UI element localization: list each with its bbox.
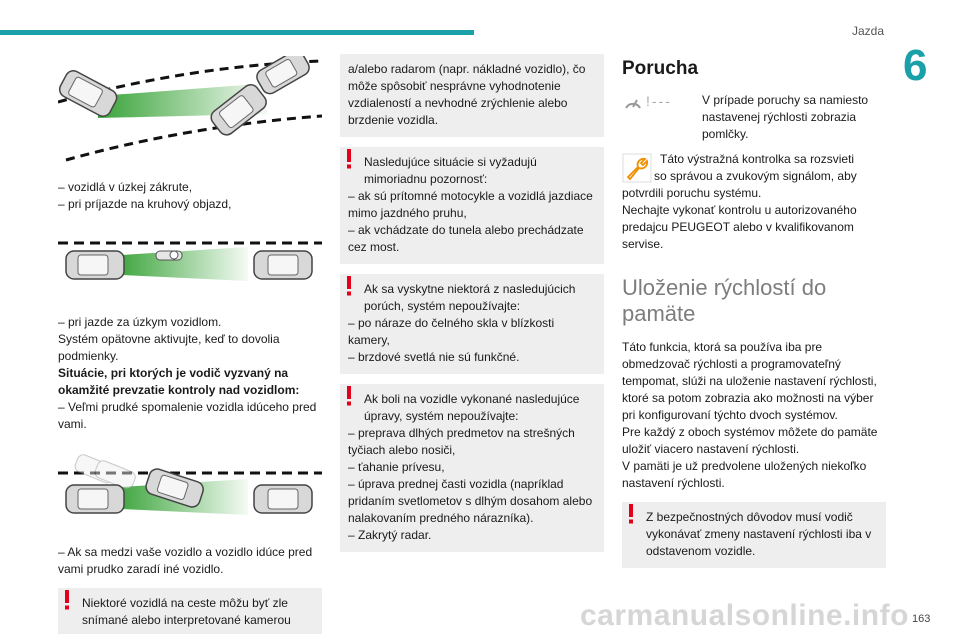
have-checked-text: Nechajte vykonať kontrolu u autorizované… xyxy=(622,203,857,251)
list-item: – preprava dlhých predmetov na strešných… xyxy=(348,426,575,457)
continued-text: a/alebo radarom (napr. nákladné vozidlo)… xyxy=(348,62,586,127)
warning-light-text: Táto výstražná kontrolka sa rozsvieti sp… xyxy=(622,152,857,200)
watermark: carmanualsonline.info xyxy=(580,599,909,632)
list-item: – úprava prednej časti vozidla (napríkla… xyxy=(348,477,593,525)
warning-intro: Ak sa vyskytne niektorá z nasledujúcich … xyxy=(364,282,576,313)
warning-box: Z bezpečnostných dôvodov musí vodič vyko… xyxy=(622,502,886,568)
warning-text: Z bezpečnostných dôvodov musí vodič vyko… xyxy=(646,510,872,558)
column-1: – vozidlá v úzkej zákrute, – pri príjazd… xyxy=(57,50,323,634)
list-item: – pri príjazde na kruhový objazd, xyxy=(58,197,232,211)
warning-box: Ak sa vyskytne niektorá z nasledujúcich … xyxy=(340,274,604,374)
exclamation-icon xyxy=(629,504,633,524)
reactivate-text: Systém opätovne aktivujte, keď to dovoli… xyxy=(58,332,280,363)
list-item: – Zakrytý radar. xyxy=(348,528,432,542)
list-item: – ak vchádzate do tunela alebo prechádza… xyxy=(348,223,584,254)
warning-box: Niektoré vozidlá na ceste môžu byť zle s… xyxy=(58,588,322,634)
dashes-display: !--- xyxy=(646,93,672,109)
illustration-sudden-braking xyxy=(58,454,322,515)
warning-intro: Nasledujúce situácie si vyžadujú mimoria… xyxy=(364,155,537,186)
continued-warning-box: a/alebo radarom (napr. nákladné vozidlo)… xyxy=(340,54,604,137)
section-heading-memory: Uloženie rýchlostí do pamäte xyxy=(622,275,827,326)
list-item: – brzdové svetlá nie sú funkčné. xyxy=(348,350,520,364)
list-item: – pri jazde za úzkym vozidlom. xyxy=(58,315,222,329)
header-accent-bar xyxy=(0,30,474,35)
list-item: – po náraze do čelného skla v blízkosti … xyxy=(348,316,555,347)
memory-paragraph: Táto funkcia, ktorá sa používa iba pre o… xyxy=(622,340,877,422)
list-item: – ťahanie prívesu, xyxy=(348,460,445,474)
fault-display-row: !--- V prípade poruchy sa namiesto nasta… xyxy=(622,92,886,143)
illustration-curve-traffic xyxy=(57,50,323,162)
warning-box: Ak boli na vozidle vykonané nasledujúce … xyxy=(340,384,604,552)
exclamation-icon xyxy=(347,149,351,169)
list-item: – ak sú prítomné motocykle a vozidlá jaz… xyxy=(348,189,593,220)
column-3: Porucha !--- V prípade poruchy sa namies… xyxy=(622,58,886,568)
fault-text: V prípade poruchy sa namiesto nastavenej… xyxy=(702,93,869,141)
exclamation-icon xyxy=(347,386,351,406)
chapter-title: Jazda xyxy=(852,24,885,38)
illustration-narrow-vehicle xyxy=(58,241,322,281)
page-number: 163 xyxy=(912,613,931,625)
chapter-number: 6 xyxy=(903,41,928,90)
list-item: – vozidlá v úzkej zákrute, xyxy=(58,180,193,194)
memory-paragraph: V pamäti je už predvolene uložených niek… xyxy=(622,459,867,490)
warning-text: Niektoré vozidlá na ceste môžu byť zle s… xyxy=(82,596,291,627)
situations-heading: Situácie, pri ktorých je vodič vyzvaný n… xyxy=(58,366,300,397)
exclamation-icon xyxy=(347,276,351,296)
exclamation-icon xyxy=(65,590,69,610)
warning-box: Nasledujúce situácie si vyžadujú mimoria… xyxy=(340,147,604,264)
warning-light-row: Táto výstražná kontrolka sa rozsvieti sp… xyxy=(622,151,886,253)
list-item: – Veľmi prudké spomalenie vozidla idúceh… xyxy=(58,400,317,431)
wrench-warning-icon xyxy=(622,153,652,183)
warning-intro: Ak boli na vozidle vykonané nasledujúce … xyxy=(364,392,580,423)
section-heading-fault: Porucha xyxy=(622,58,699,79)
list-item: – Ak sa medzi vaše vozidlo a vozidlo idú… xyxy=(58,545,313,576)
memory-paragraph: Pre každý z oboch systémov môžete do pam… xyxy=(622,425,878,456)
column-2: a/alebo radarom (napr. nákladné vozidlo)… xyxy=(340,54,604,552)
